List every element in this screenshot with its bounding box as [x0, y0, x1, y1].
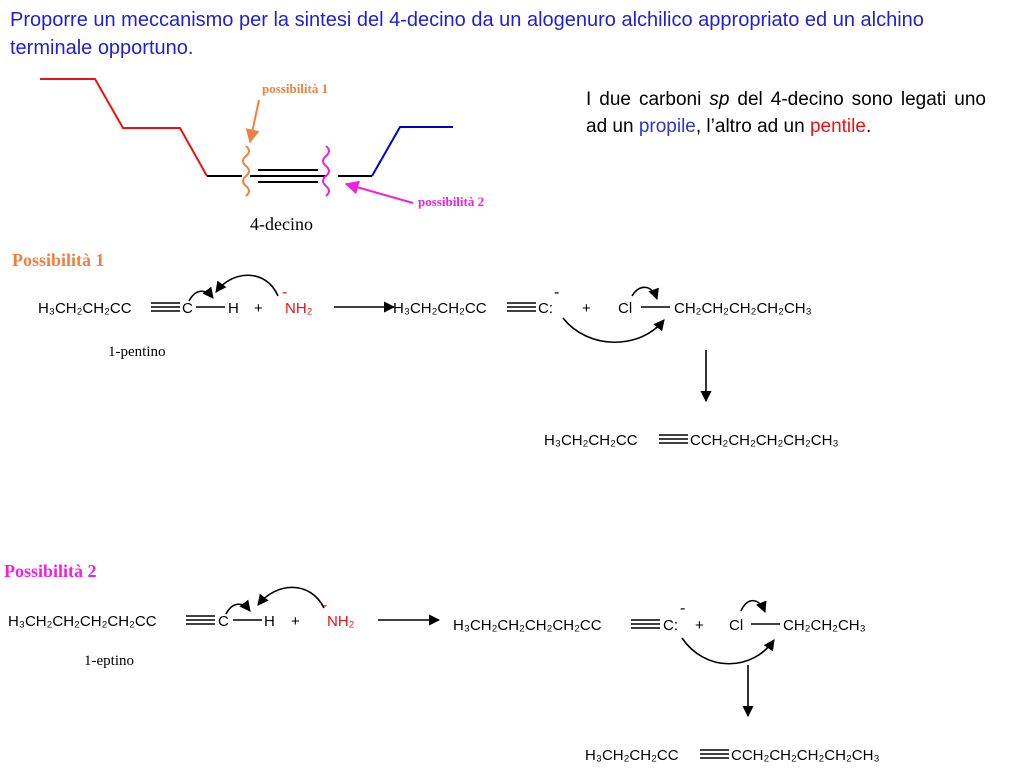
- s1-plus2: +: [582, 300, 591, 317]
- s2-alkyne-c: C: [218, 613, 229, 630]
- s1-reactant-label: 1-pentino: [108, 344, 166, 360]
- s2-reactant-label: 1-eptino: [84, 653, 134, 669]
- s1-anion-triple-bond: [507, 302, 536, 312]
- s1-nucleophilic-attack-arrow: [562, 317, 665, 344]
- s2-alkyne-prefix: H₃CH₂CH₂CH₂CH₂CC: [8, 613, 157, 630]
- section-possibility-1: Possibilità 1 H₃CH₂CH₂CC C H + - NH₂ 1-p…: [12, 250, 839, 449]
- s1-product-right: CCH₂CH₂CH₂CH₂CH₃: [690, 432, 839, 449]
- structure-label: 4-decino: [250, 214, 313, 234]
- s1-h: H: [228, 300, 239, 317]
- s1-anion-charge: -: [554, 284, 559, 301]
- section-possibility-2: Possibilità 2 H₃CH₂CH₂CH₂CH₂CC C H + - N…: [4, 561, 880, 764]
- decyne-structure: possibilità 1 possibilità 2 4-decino: [40, 78, 484, 234]
- desc-part1: I due carboni: [586, 89, 710, 110]
- s2-deprotonation-arrow: [257, 586, 325, 609]
- s2-anion-charge: -: [680, 600, 685, 617]
- s2-nucleophilic-attack-arrow: [681, 637, 775, 665]
- s1-halide-chain: CH₂CH₂CH₂CH₂CH₃: [674, 300, 812, 317]
- s2-leaving-group-arrow: [740, 599, 767, 614]
- s2-product-right: CCH₂CH₂CH₂CH₂CH₃: [731, 747, 880, 764]
- s1-product-left: H₃CH₂CH₂CC: [544, 432, 638, 449]
- s2-plus2: +: [695, 617, 704, 634]
- cut-mark-1: [242, 145, 250, 197]
- s1-leaving-group-arrow: [631, 286, 659, 301]
- s1-deprotonation-arrow: [215, 274, 279, 297]
- possibility2-arrow: [344, 180, 414, 204]
- s2-plus: +: [291, 613, 300, 630]
- s2-product-left: H₃CH₂CH₂CC: [585, 747, 679, 764]
- s2-cl: Cl: [729, 617, 743, 634]
- s2-product-triple-bond: [700, 749, 729, 759]
- s2-halide-chain: CH₂CH₂CH₃: [783, 617, 866, 634]
- s1-bond-electron-arrow: [188, 286, 214, 302]
- s1-cl: Cl: [618, 300, 632, 317]
- section1-heading: Possibilità 1: [12, 250, 105, 270]
- s2-h: H: [264, 613, 275, 630]
- triple-bond: [258, 169, 318, 183]
- s1-base-charge: -: [282, 284, 287, 301]
- s2-base: NH₂: [327, 613, 355, 630]
- s1-anion-prefix: H₃CH₂CH₂CC: [393, 300, 487, 317]
- cut-mark-2: [322, 145, 330, 197]
- desc-part3: , l’altro ad un: [695, 116, 810, 137]
- possibility1-tag: possibilità 1: [262, 81, 328, 96]
- desc-part2: del 4-decino sono legati uno ad un: [586, 89, 986, 137]
- s1-anion-c: C:: [538, 300, 553, 317]
- s2-anion-prefix: H₃CH₂CH₂CH₂CH₂CC: [453, 617, 602, 634]
- s1-base: NH₂: [285, 300, 313, 317]
- s1-alkyne-c: C: [182, 300, 193, 317]
- desc-sp: sp: [709, 89, 730, 110]
- s1-alkyne-prefix: H₃CH₂CH₂CC: [38, 300, 132, 317]
- s2-base-charge: -: [322, 597, 327, 614]
- desc-propile: propile: [638, 116, 696, 137]
- possibility2-tag: possibilità 2: [418, 194, 484, 209]
- desc-pentile: pentile: [809, 116, 866, 137]
- s2-anion-triple-bond: [631, 619, 660, 629]
- pentyl-chain: [40, 78, 208, 177]
- possibility1-arrow: [245, 99, 260, 144]
- s2-anion-c: C:: [663, 617, 678, 634]
- s1-triple-bond: [151, 302, 180, 312]
- description-text: I due carboni sp del 4-decino sono legat…: [586, 86, 986, 140]
- page-title: Proporre un meccanismo per la sintesi de…: [10, 9, 924, 59]
- propyl-chain: [371, 126, 453, 177]
- desc-part4: .: [865, 116, 872, 137]
- s1-plus: +: [254, 300, 263, 317]
- s1-product-triple-bond: [659, 434, 688, 444]
- s2-triple-bond: [186, 615, 215, 625]
- s2-bond-electron-arrow: [225, 599, 251, 615]
- section2-heading: Possibilità 2: [4, 561, 97, 581]
